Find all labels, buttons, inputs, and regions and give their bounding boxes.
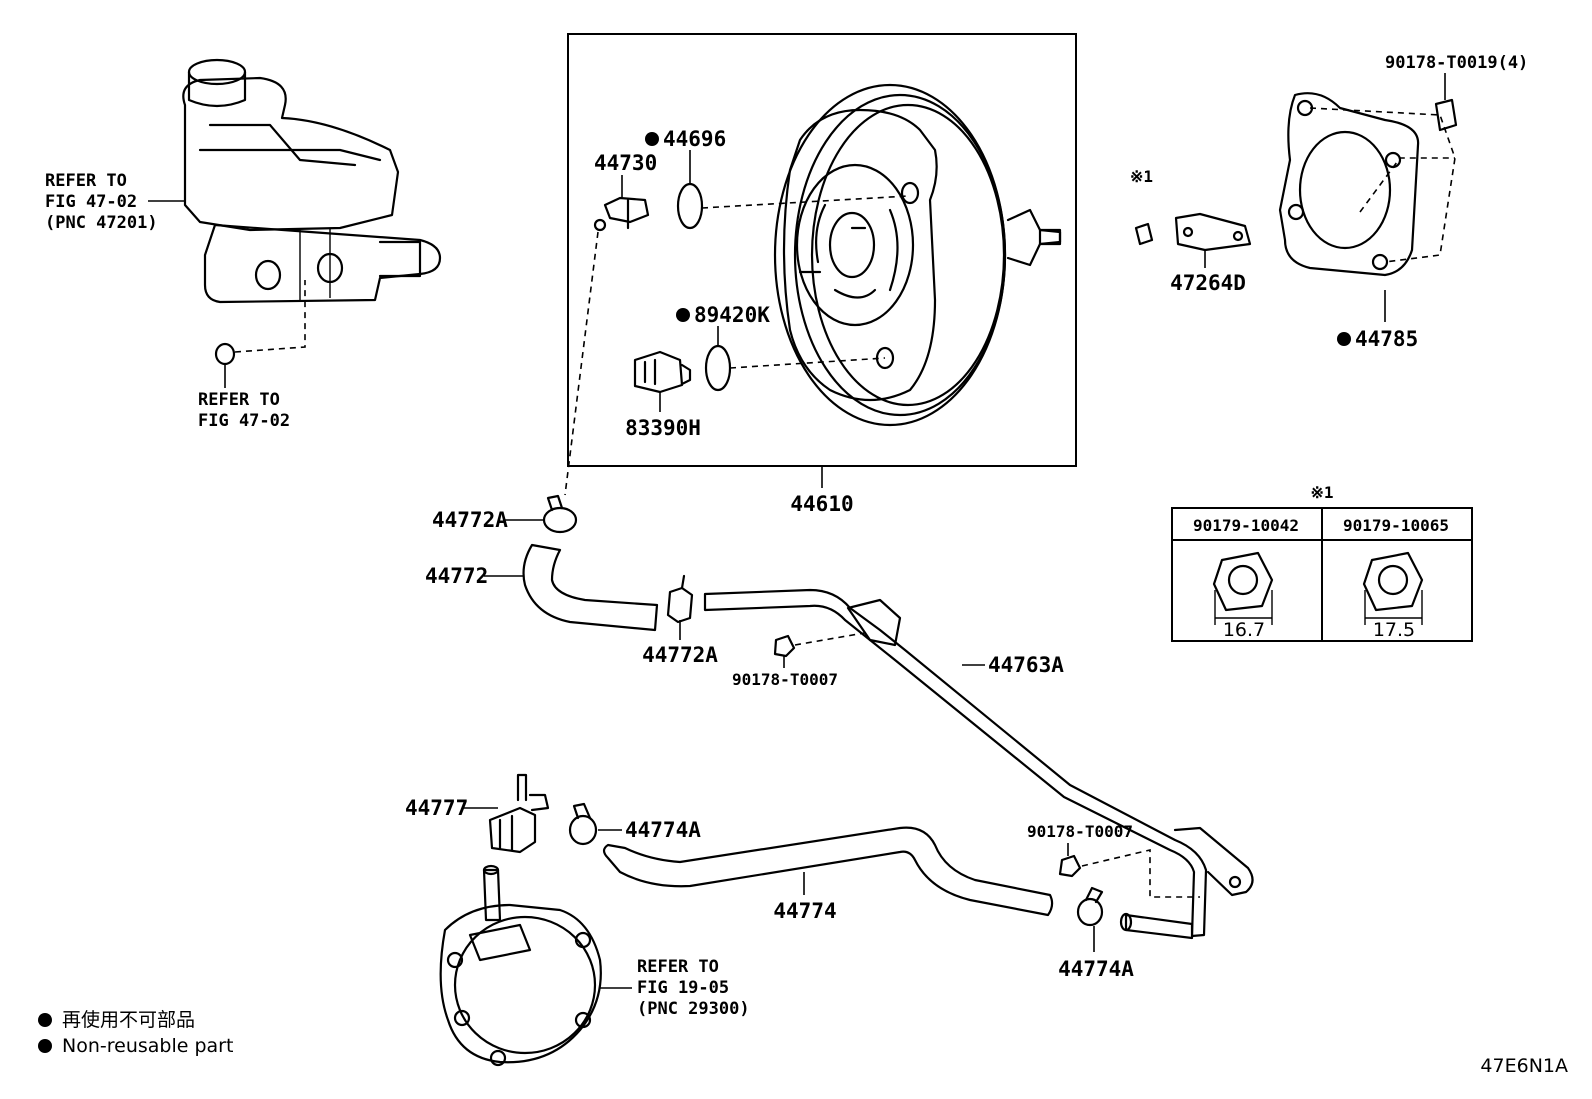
ref-line: FIG 47-02 bbox=[198, 411, 290, 431]
gasket-44785 bbox=[1278, 92, 1420, 277]
part-number-44774: 44774 bbox=[773, 899, 836, 923]
booster-assembly-frame bbox=[567, 33, 1077, 467]
figure-code: 47E6N1A bbox=[1480, 1055, 1568, 1077]
bolt-90178-T0007-a bbox=[773, 634, 796, 658]
ref-line: (PNC 47201) bbox=[45, 213, 158, 233]
legend-dot-en bbox=[38, 1039, 52, 1053]
check-valve-44730 bbox=[593, 196, 650, 232]
inset-dim-2: 17.5 bbox=[1373, 619, 1415, 641]
nut-note-mark bbox=[1134, 222, 1154, 246]
master-cylinder-drawing bbox=[182, 58, 442, 366]
legend: 再使用不可部品 Non-reusable part bbox=[38, 1009, 233, 1057]
part-number-90178-T0007-b: 90178-T0007 bbox=[1027, 822, 1133, 841]
pipe-end-stub bbox=[1124, 913, 1194, 940]
part-number-47264D: 47264D bbox=[1170, 271, 1246, 295]
ref-cap: REFER TO FIG 47-02 bbox=[198, 365, 290, 431]
ref-vacuum-pump: REFER TO FIG 19-05 (PNC 29300) bbox=[600, 957, 750, 1019]
bracket-47264D bbox=[1174, 212, 1252, 252]
clamp-44774A-right bbox=[1076, 886, 1104, 927]
hose-44774 bbox=[602, 826, 1054, 917]
part-number-44772: 44772 bbox=[425, 564, 488, 588]
ref-line: REFER TO bbox=[198, 390, 280, 410]
part-number-44772A-mid: 44772A bbox=[642, 643, 718, 667]
part-number-44730: 44730 bbox=[594, 151, 657, 175]
ref-master-cylinder: REFER TO FIG 47-02 (PNC 47201) bbox=[45, 171, 185, 233]
grommet-44696 bbox=[676, 182, 704, 230]
part-number-44610: 44610 bbox=[790, 492, 853, 516]
ref-line: FIG 47-02 bbox=[45, 192, 137, 212]
pipe-end-bracket bbox=[1173, 826, 1254, 897]
nut-90178-T0019 bbox=[1434, 98, 1458, 132]
part-number-44774A-left: 44774A bbox=[625, 818, 701, 842]
inset-mark: ※1 bbox=[1310, 483, 1333, 502]
ref-line: REFER TO bbox=[637, 957, 719, 977]
ref-line: REFER TO bbox=[45, 171, 127, 191]
clamp-44774A-left bbox=[568, 802, 598, 846]
part-number-44696: 44696 bbox=[663, 127, 726, 151]
legend-dot-jp bbox=[38, 1013, 52, 1027]
grommet-89420K bbox=[704, 344, 732, 392]
part-number-44763A: 44763A bbox=[988, 653, 1064, 677]
legend-en: Non-reusable part bbox=[62, 1035, 233, 1057]
valve-44777 bbox=[488, 773, 550, 854]
non-reusable-dot-89420K bbox=[676, 308, 690, 322]
sensor-83390H bbox=[633, 350, 692, 394]
nut-spec-table: ※1 90179-10042 90179-10065 16.7 17.5 bbox=[1171, 483, 1473, 642]
note-mark: ※1 bbox=[1130, 167, 1153, 186]
inset-dim-1: 16.7 bbox=[1223, 619, 1265, 641]
part-number-90178-T0019: 90178-T0019(4) bbox=[1385, 53, 1528, 73]
non-reusable-dot-44785 bbox=[1337, 332, 1351, 346]
part-number-44785: 44785 bbox=[1355, 327, 1418, 351]
part-number-89420K: 89420K bbox=[694, 303, 770, 327]
vacuum-pump-drawing bbox=[439, 864, 602, 1067]
part-number-83390H: 83390H bbox=[625, 416, 701, 440]
bolt-90178-T0007-b bbox=[1058, 854, 1082, 878]
brake-booster-drawing bbox=[773, 83, 1062, 427]
ref-line: (PNC 29300) bbox=[637, 999, 750, 1019]
pipe-bracket bbox=[846, 598, 902, 647]
non-reusable-dot-44696 bbox=[645, 132, 659, 146]
part-number-90178-T0007-a: 90178-T0007 bbox=[732, 670, 838, 689]
part-number-44774A-right: 44774A bbox=[1058, 957, 1134, 981]
part-number-44772A-top: 44772A bbox=[432, 508, 508, 532]
inset-part-1: 90179-10042 bbox=[1193, 516, 1299, 535]
inset-part-2: 90179-10065 bbox=[1343, 516, 1449, 535]
part-number-44777: 44777 bbox=[405, 796, 468, 820]
ref-line: FIG 19-05 bbox=[637, 978, 729, 998]
legend-jp: 再使用不可部品 bbox=[62, 1009, 195, 1031]
clamp-44772A-mid bbox=[666, 574, 694, 624]
hose-44772 bbox=[522, 543, 659, 632]
clamp-44772A-top bbox=[542, 494, 578, 534]
